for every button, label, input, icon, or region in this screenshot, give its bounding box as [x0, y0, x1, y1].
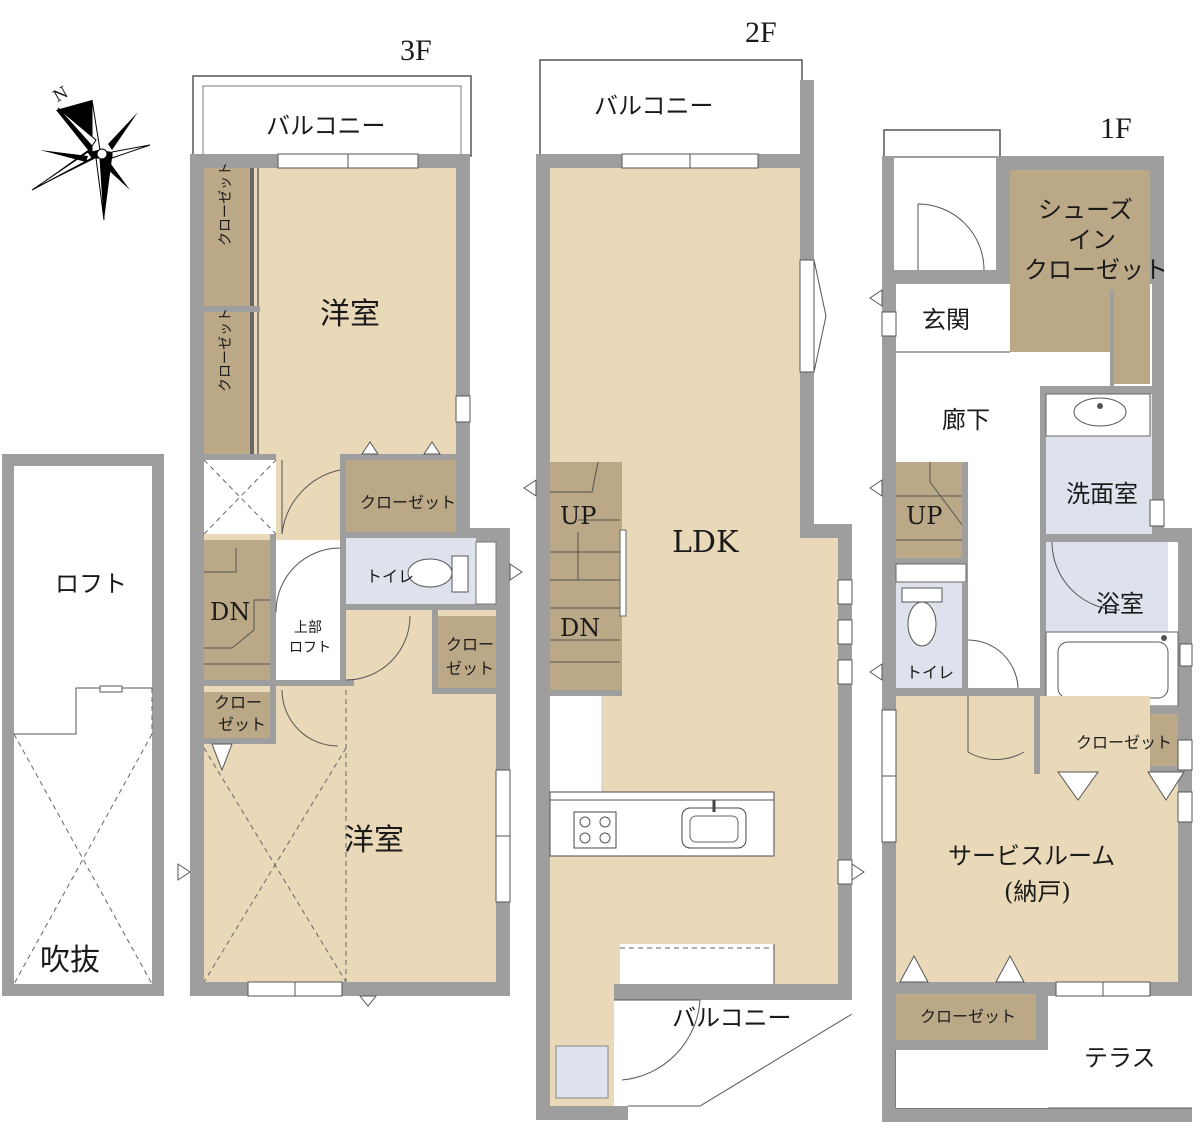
room-label-3f-closet-left-1: クローゼット — [218, 162, 234, 246]
balcony-label-2f-bottom: バルコニー — [672, 1004, 792, 1032]
floor-label-1f: 1F — [1100, 112, 1132, 145]
room-label-3f-closet-small-right-1: クロー — [446, 635, 494, 654]
compass-north-label: N — [50, 82, 72, 105]
room-label-1f-shoes-closet-3: クローゼット — [1024, 256, 1168, 284]
room-label-1f-entrance: 玄関 — [922, 306, 970, 334]
room-label-3f-closet-left-2: クローゼット — [218, 308, 234, 392]
room-label-3f-closet-small-left-1: クロー — [214, 693, 262, 712]
balcony-label-3f: バルコニー — [266, 112, 386, 140]
loft-plan — [2, 454, 164, 996]
room-label-1f-closet-right: クローゼット — [1076, 733, 1172, 752]
compass-icon — [31, 99, 151, 221]
stairs-label-2f-up: UP — [560, 502, 596, 530]
room-label-3f-upper-loft-1: 上部 — [294, 620, 322, 636]
room-label-1f-service-room-1: サービスルーム — [948, 842, 1115, 870]
room-label-3f-upper-loft-2: ロフト — [289, 640, 331, 656]
floor-label-2f: 2F — [745, 16, 777, 49]
room-label-3f-closet-small-right-2: ゼット — [446, 659, 494, 678]
floor-2f-plan — [523, 59, 865, 1120]
room-label-1f-bathroom: 浴室 — [1096, 590, 1144, 618]
loft-label: ロフト — [55, 570, 127, 598]
room-label-1f-shoes-closet-2: イン — [1068, 226, 1116, 254]
stairs-label-3f-dn: DN — [210, 598, 250, 626]
room-label-2f-ldk: LDK — [672, 525, 739, 560]
room-label-1f-terrace: テラス — [1084, 1044, 1156, 1072]
stairs-label-1f-up: UP — [906, 502, 942, 530]
floor-3f-plan — [177, 75, 523, 1007]
room-label-3f-western-bottom: 洋室 — [344, 823, 404, 858]
room-label-3f-closet-mid: クローゼット — [360, 493, 456, 512]
stairs-label-2f-dn: DN — [560, 614, 600, 642]
room-label-1f-toilet: トイレ — [906, 663, 954, 682]
floor-1f-plan — [869, 129, 1193, 1122]
room-label-3f-closet-small-left-2: ゼット — [218, 715, 266, 734]
balcony-label-2f-top: バルコニー — [594, 92, 714, 120]
room-label-3f-toilet: トイレ — [366, 567, 414, 586]
room-label-1f-shoes-closet-1: シューズ — [1038, 196, 1133, 224]
room-label-1f-closet-bottom: クローゼット — [920, 1007, 1016, 1026]
room-label-1f-service-room-2: (納戸) — [1004, 878, 1071, 906]
room-label-1f-hallway: 廊下 — [942, 406, 990, 434]
floor-label-3f: 3F — [400, 34, 432, 67]
room-label-3f-western-top: 洋室 — [320, 297, 380, 332]
void-label: 吹抜 — [40, 943, 100, 978]
room-label-1f-washroom: 洗面室 — [1066, 480, 1138, 508]
